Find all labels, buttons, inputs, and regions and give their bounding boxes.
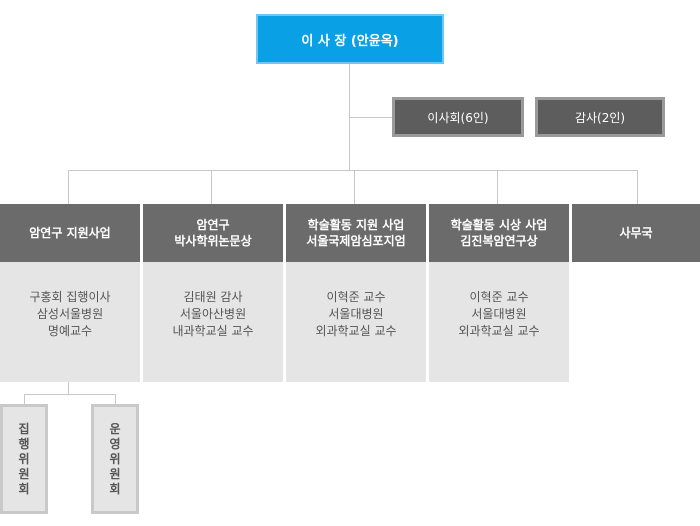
- connector-committee-bus: [24, 394, 116, 395]
- dept-body-line: 외과학교실 교수: [315, 324, 397, 338]
- committee-char: 운: [109, 421, 121, 436]
- committee-char: 회: [109, 481, 121, 496]
- dept-body-line: 김태원 감사: [183, 290, 243, 304]
- connector-dept-4: [497, 170, 498, 204]
- dept-title-line: 서울국제암심포지엄: [306, 234, 406, 248]
- dept-body-line: 삼성서울병원: [36, 307, 104, 321]
- dept-body-line: 외과학교실 교수: [458, 324, 540, 338]
- dept-header-4: 학술활동 시상 사업 김진복암연구상: [429, 204, 569, 262]
- dept-body-line: 이혁준 교수: [326, 290, 386, 304]
- connector-aux-branch: [349, 117, 393, 118]
- chairman-box: 이 사 장 (안윤옥): [256, 14, 444, 64]
- dept-body-3: 이혁준 교수 서울대병원 외과학교실 교수: [286, 262, 426, 382]
- dept-body-line: 내과학교실 교수: [172, 324, 254, 338]
- committee-box-2: 운 영 위 원 회: [91, 404, 139, 514]
- dept-title-line: 사무국: [619, 226, 653, 240]
- dept-title-line: 암연구 지원사업: [29, 226, 111, 240]
- dept-body-line: 구홍회 집행이사: [29, 290, 111, 304]
- dept-title-line: 학술활동 시상 사업: [450, 218, 548, 232]
- dept-body-line: 서울대병원: [471, 307, 527, 321]
- committee-char: 영: [109, 436, 121, 451]
- auditors-label: 감사(2인): [574, 110, 626, 125]
- committee-char: 원: [109, 466, 121, 481]
- connector-dept-5: [637, 170, 638, 204]
- committee-char: 위: [18, 451, 30, 466]
- dept-title-line: 박사학위논문상: [174, 234, 252, 248]
- connector-committee-trunk: [68, 382, 69, 394]
- dept-body-line: 이혁준 교수: [469, 290, 529, 304]
- connector-dept-bus: [68, 170, 638, 171]
- dept-header-2: 암연구 박사학위논문상: [143, 204, 283, 262]
- dept-title-line: 암연구: [196, 218, 230, 232]
- dept-body-line: 명예교수: [47, 324, 93, 338]
- dept-title-line: 학술활동 지원 사업: [307, 218, 405, 232]
- dept-body-2: 김태원 감사 서울아산병원 내과학교실 교수: [143, 262, 283, 382]
- dept-header-1: 암연구 지원사업: [0, 204, 140, 262]
- chairman-label: 이 사 장 (안윤옥): [301, 33, 399, 49]
- dept-header-5: 사무국: [572, 204, 700, 262]
- dept-title-line: 김진복암연구상: [460, 234, 538, 248]
- committee-char: 위: [109, 451, 121, 466]
- committee-box-1: 집 행 위 원 회: [0, 404, 48, 514]
- connector-dept-2: [211, 170, 212, 204]
- dept-body-1: 구홍회 집행이사 삼성서울병원 명예교수: [0, 262, 140, 382]
- board-box: 이사회(6인): [392, 97, 524, 137]
- committee-char: 행: [18, 436, 30, 451]
- committee-char: 집: [18, 421, 30, 436]
- committee-char: 원: [18, 466, 30, 481]
- dept-body-line: 서울아산병원: [179, 307, 247, 321]
- dept-body-4: 이혁준 교수 서울대병원 외과학교실 교수: [429, 262, 569, 382]
- auditors-box: 감사(2인): [535, 97, 665, 137]
- dept-header-3: 학술활동 지원 사업 서울국제암심포지엄: [286, 204, 426, 262]
- connector-committee-1: [24, 394, 25, 404]
- connector-dept-3: [354, 170, 355, 204]
- connector-committee-2: [115, 394, 116, 404]
- board-label: 이사회(6인): [427, 110, 489, 125]
- committee-char: 회: [18, 481, 30, 496]
- connector-dept-1: [68, 170, 69, 204]
- dept-body-line: 서울대병원: [328, 307, 384, 321]
